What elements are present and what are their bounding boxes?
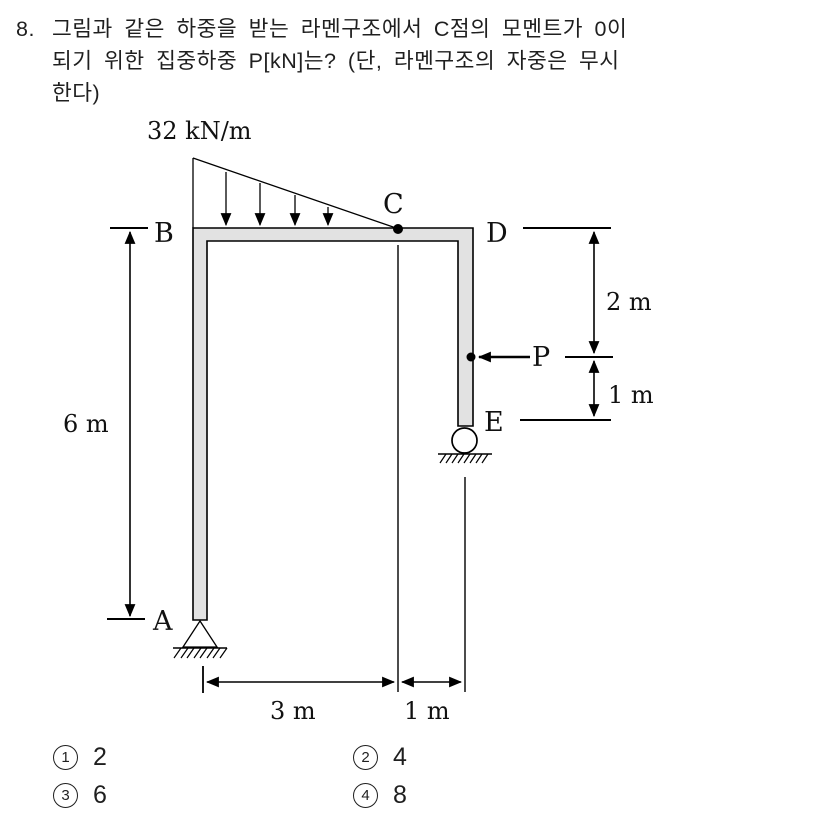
choice-3-marker: 3 [53, 783, 78, 808]
load-hypotenuse [192, 157, 397, 229]
frame-outline [192, 227, 474, 621]
dim-bottom [202, 245, 466, 693]
choice-2-value: 4 [393, 743, 407, 771]
node-label-b: B [154, 218, 174, 249]
question-block: 8. 그림과 같은 하중을 받는 라멘구조에서 C점의 모멘트가 0이 되기 위… [16, 13, 806, 109]
dim-6m [107, 227, 148, 620]
roller-support-e [438, 427, 492, 464]
choice-1-marker-number: 1 [61, 749, 70, 766]
question-line-3: 한다) [52, 81, 101, 105]
choice-3-marker-number: 3 [61, 787, 70, 804]
choice-4[interactable]: 4 8 [353, 781, 407, 810]
force-p-label: P [532, 342, 550, 373]
node-label-c: C [383, 189, 404, 220]
choice-2-marker-number: 2 [361, 749, 370, 766]
dim-6m-label: 6 m [63, 410, 109, 438]
question-line-1: 그림과 같은 하중을 받는 라멘구조에서 C점의 모멘트가 0이 [52, 17, 628, 41]
node-dot-c [393, 224, 403, 234]
roller-circle [451, 427, 478, 454]
dim-1m-right-label: 1 m [608, 381, 654, 409]
question-line-2: 되기 위한 집중하중 P[kN]는? (단, 라멘구조의 자중은 무시 [52, 49, 620, 73]
dim-3m-label: 3 m [270, 697, 316, 725]
choice-1-marker: 1 [53, 745, 78, 770]
choice-1[interactable]: 1 2 [53, 743, 107, 772]
choice-2-marker: 2 [353, 745, 378, 770]
node-label-e: E [484, 407, 504, 438]
question-number: 8. [16, 17, 35, 41]
hatching-a [173, 647, 228, 659]
choice-2[interactable]: 2 4 [353, 743, 407, 772]
dim-right [520, 227, 613, 421]
choice-4-marker: 4 [353, 783, 378, 808]
hatching-e [439, 453, 489, 464]
node-label-a: A [152, 606, 173, 637]
distributed-load [192, 157, 397, 229]
question-text: 그림과 같은 하중을 받는 라멘구조에서 C점의 모멘트가 0이 되기 위한 집… [52, 13, 806, 109]
choice-3-value: 6 [93, 781, 107, 809]
node-label-d: D [486, 218, 508, 249]
choice-1-value: 2 [93, 743, 107, 771]
pin-triangle [181, 619, 219, 648]
dim-2m-label: 2 m [606, 288, 652, 316]
choice-4-value: 8 [393, 781, 407, 809]
dim-1m-bottom-label: 1 m [404, 697, 450, 725]
force-p-dot [466, 352, 476, 362]
choice-4-marker-number: 4 [361, 787, 370, 804]
choice-3[interactable]: 3 6 [53, 781, 107, 810]
pin-support-a [173, 619, 228, 659]
distributed-load-label: 32 kN/m [147, 117, 252, 145]
